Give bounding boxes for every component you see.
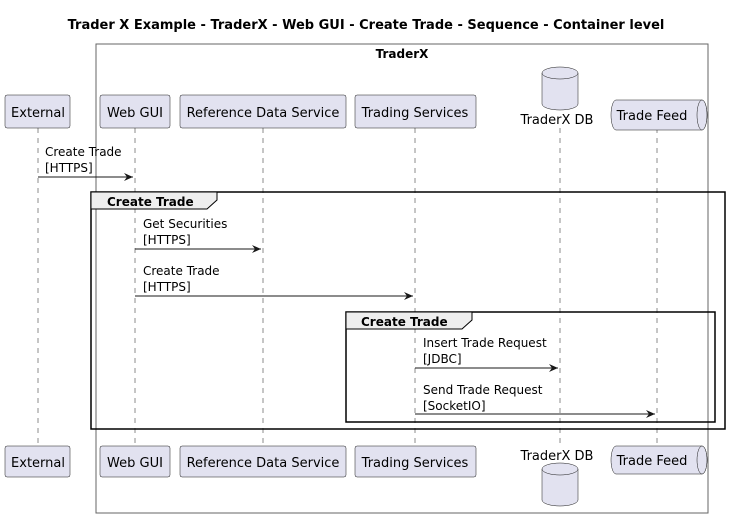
participant-external-bottom: External	[4, 445, 71, 478]
message-protocol: [HTTPS]	[45, 161, 93, 175]
participant-reference-data-service-bottom: Reference Data Service	[179, 445, 347, 478]
message-label: Create Trade	[45, 145, 122, 159]
message-get-securities: Get Securities [HTTPS]	[135, 217, 261, 253]
message-protocol: [JDBC]	[423, 352, 462, 366]
participant-label: Trading Services	[361, 106, 469, 121]
participant-label: Web GUI	[107, 106, 163, 121]
group-create-trade-inner: Create Trade	[345, 311, 716, 423]
message-label: Get Securities	[143, 217, 227, 231]
message-insert-trade-request: Insert Trade Request [JDBC]	[415, 336, 558, 372]
participant-label: Reference Data Service	[187, 456, 340, 471]
participant-trading-services-bottom: Trading Services	[354, 445, 477, 478]
participant-label: Reference Data Service	[187, 106, 340, 121]
boundary-label: TraderX	[376, 47, 430, 61]
message-protocol: [SocketIO]	[423, 399, 486, 413]
participant-traderx-db-bottom: TraderX DB	[520, 449, 594, 507]
message-label: Insert Trade Request	[423, 336, 547, 350]
participant-label: Trade Feed	[616, 109, 688, 124]
participant-label: External	[11, 456, 65, 471]
group-label: Create Trade	[361, 315, 448, 329]
group-create-trade-outer: Create Trade	[90, 191, 726, 430]
participant-traderx-db-top: TraderX DB	[520, 66, 594, 128]
participant-label: TraderX DB	[520, 449, 594, 464]
participant-label: Trade Feed	[616, 454, 688, 469]
participant-label: External	[11, 106, 65, 121]
participant-web-gui-top: Web GUI	[99, 94, 171, 129]
message-label: Create Trade	[143, 264, 220, 278]
participant-trade-feed-bottom: Trade Feed	[610, 445, 708, 475]
participant-label: Web GUI	[107, 456, 163, 471]
traderx-boundary	[95, 43, 709, 514]
participant-trading-services-top: Trading Services	[354, 94, 477, 129]
message-create-trade-1: Create Trade [HTTPS]	[38, 145, 133, 181]
participant-label: Trading Services	[361, 456, 469, 471]
message-send-trade-request: Send Trade Request [SocketIO]	[415, 383, 655, 418]
diagram-title: Trader X Example - TraderX - Web GUI - C…	[68, 18, 665, 33]
database-icon	[541, 73, 579, 111]
participant-trade-feed-top: Trade Feed	[610, 99, 708, 131]
group-label: Create Trade	[107, 195, 194, 209]
participant-reference-data-service-top: Reference Data Service	[179, 94, 347, 129]
participant-web-gui-bottom: Web GUI	[99, 445, 171, 478]
message-protocol: [HTTPS]	[143, 280, 191, 294]
message-protocol: [HTTPS]	[143, 233, 191, 247]
database-icon	[541, 469, 579, 507]
participant-external-top: External	[4, 94, 71, 129]
lifelines	[37, 128, 658, 446]
message-create-trade-2: Create Trade [HTTPS]	[135, 264, 413, 300]
participant-label: TraderX DB	[520, 113, 594, 128]
message-label: Send Trade Request	[423, 383, 543, 397]
